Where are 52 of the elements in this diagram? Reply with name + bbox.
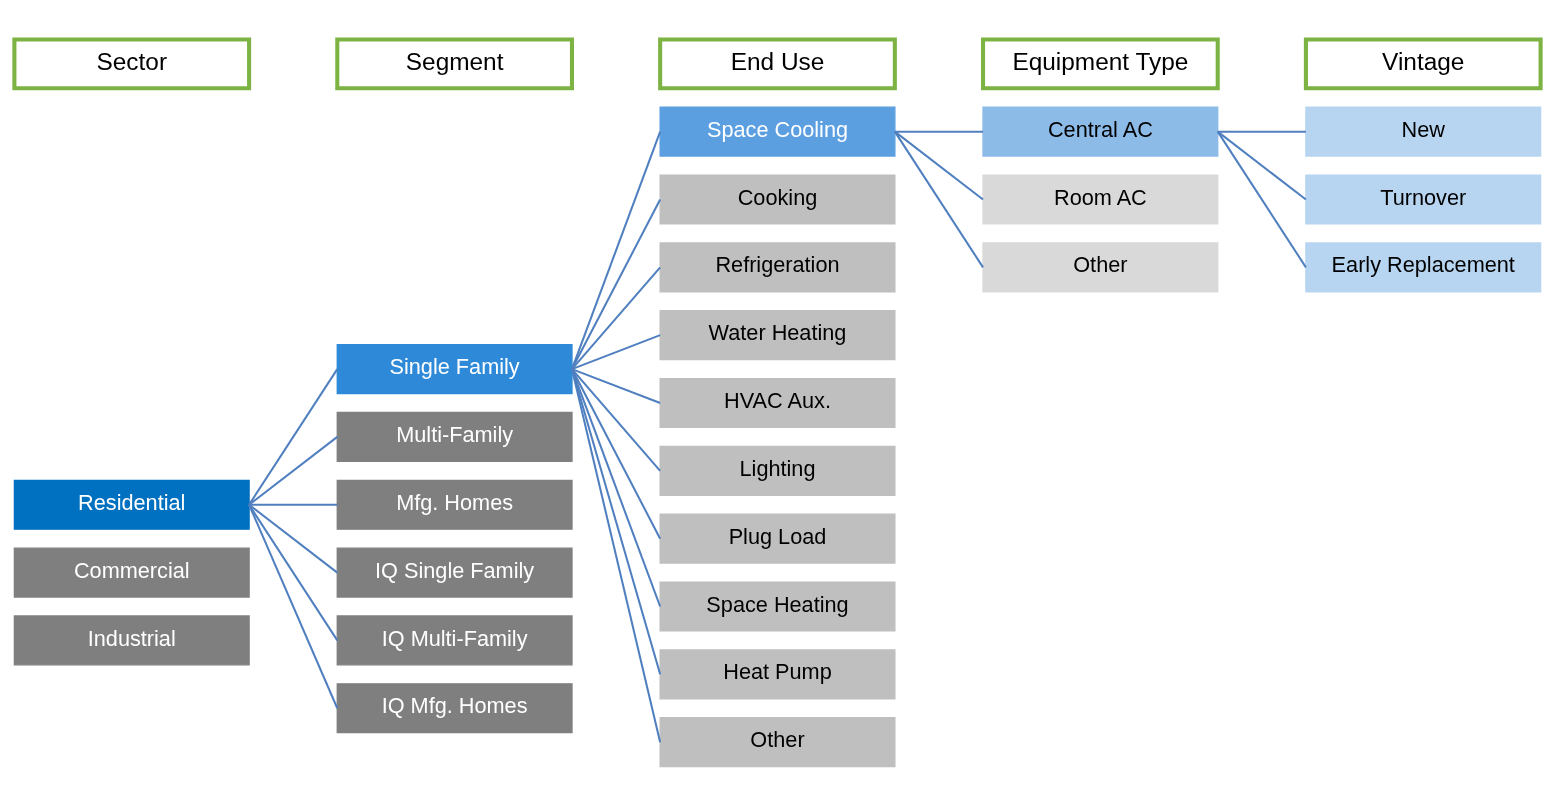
node-box: Other <box>659 716 896 767</box>
connector <box>249 503 338 506</box>
node-box: Equipment Type <box>981 36 1220 90</box>
node-box: Segment <box>335 36 574 90</box>
node-box: New <box>1305 106 1542 157</box>
connector <box>571 198 662 370</box>
node-box: Central AC <box>982 106 1219 157</box>
connector <box>571 333 661 370</box>
connector <box>1217 130 1306 133</box>
connector <box>248 368 339 505</box>
node-box: Lighting <box>659 445 896 496</box>
node-box: Plug Load <box>659 513 896 564</box>
connector <box>571 368 662 742</box>
node-box: IQ Mfg. Homes <box>336 682 573 733</box>
node-box: End Use <box>658 36 897 90</box>
connector <box>571 266 661 370</box>
node-box: Space Cooling <box>659 106 896 157</box>
connector <box>894 130 984 133</box>
node-box: Multi-Family <box>336 411 573 462</box>
node-box: Residential <box>13 479 250 530</box>
connector <box>894 130 984 268</box>
connector <box>248 435 338 506</box>
node-box: Single Family <box>336 343 573 394</box>
node-box: Commercial <box>13 547 250 598</box>
connector <box>248 503 338 573</box>
connector <box>894 130 984 200</box>
connector <box>571 368 662 607</box>
node-box: IQ Single Family <box>336 547 573 598</box>
connector <box>248 503 339 641</box>
connector <box>571 368 662 675</box>
node-box: Water Heating <box>659 309 896 360</box>
node-box: Mfg. Homes <box>336 479 573 530</box>
connector <box>1216 130 1307 268</box>
connector <box>571 130 662 369</box>
node-box: Vintage <box>1303 36 1543 90</box>
node-box: Space Heating <box>659 580 896 632</box>
connector <box>571 367 661 404</box>
node-box: Early Replacement <box>1305 241 1542 292</box>
node-box: HVAC Aux. <box>659 377 896 428</box>
node-box: Cooking <box>659 173 896 225</box>
node-box: Heat Pump <box>659 648 896 699</box>
node-box: Other <box>982 241 1219 292</box>
node-box: Refrigeration <box>659 241 896 292</box>
connector <box>571 368 662 539</box>
node-box: Sector <box>12 36 252 90</box>
node-box: Industrial <box>13 614 250 665</box>
node-box: IQ Multi-Family <box>336 614 573 665</box>
connector <box>571 367 661 471</box>
connector <box>1217 130 1307 200</box>
connector <box>248 503 339 709</box>
node-box: Turnover <box>1305 173 1542 225</box>
node-box: Room AC <box>982 173 1219 225</box>
